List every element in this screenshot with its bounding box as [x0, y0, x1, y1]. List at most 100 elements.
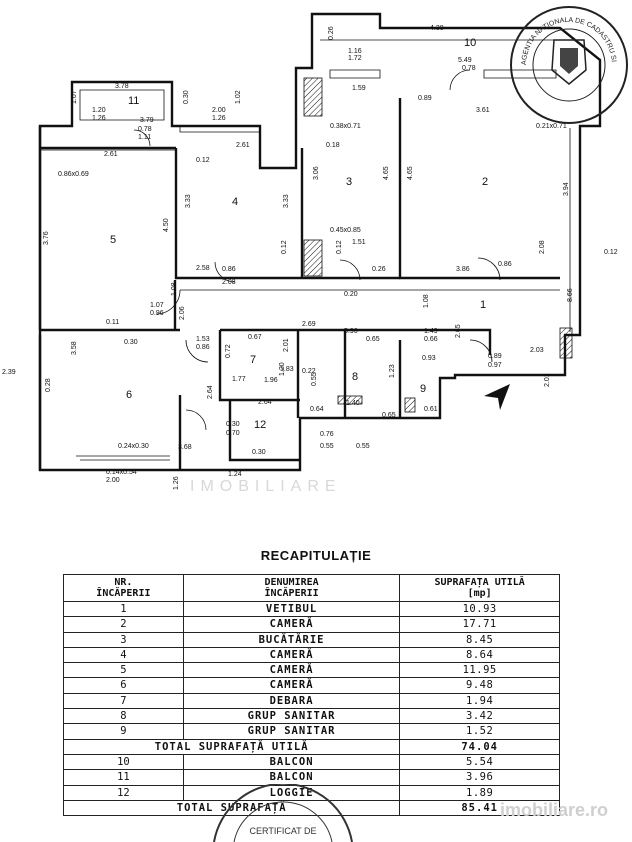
- dimension-label: 2.65: [455, 324, 462, 338]
- dimension-label: 0.24x0.30: [118, 443, 149, 450]
- dimension-label: 0.72: [225, 344, 232, 358]
- room-number: 10: [464, 37, 476, 49]
- dimension-label: 1.26: [173, 476, 180, 490]
- room-number: 9: [420, 383, 426, 395]
- dimension-label: 0.86: [222, 266, 236, 273]
- dimension-label: 2.64: [258, 399, 272, 406]
- dimension-label: 3.33: [283, 194, 290, 208]
- dimension-label: 1.96: [264, 377, 278, 384]
- dimension-label: 0.65: [382, 412, 396, 419]
- dimension-label: 0.86: [498, 261, 512, 268]
- dimension-label: 2.03: [530, 347, 544, 354]
- dimension-label: 8.66: [567, 288, 574, 302]
- dimension-label: 2.39: [2, 369, 16, 376]
- dimension-label: 0.97: [488, 362, 502, 369]
- dimension-label: 0.89: [418, 95, 432, 102]
- dimension-label: 1.24: [228, 471, 242, 478]
- dimension-label: 5.96: [344, 328, 358, 335]
- walls: [38, 12, 602, 472]
- room-number: 8: [352, 371, 358, 383]
- dimension-label: 0.70: [226, 430, 240, 437]
- header-area: SUPRAFAȚA UTILĂ[mp]: [399, 574, 560, 602]
- dimension-label: 0.12: [336, 240, 343, 254]
- dimension-label: 2.08: [222, 279, 236, 286]
- dimension-label: 0.93: [422, 355, 436, 362]
- dimension-label: 2.01: [283, 338, 290, 352]
- dimension-label: 3.06: [313, 166, 320, 180]
- dimension-label: 1.02: [235, 90, 242, 104]
- dimension-label: 0.38x0.71: [330, 123, 361, 130]
- dimension-label: 3.61: [476, 107, 490, 114]
- dimension-label: 1.07: [150, 302, 164, 309]
- certificate-stamp: CERTIFICAT DE: [213, 784, 353, 842]
- dimension-label: 3.79: [140, 117, 154, 124]
- cadastre-stamp: AGENTIA NATIONALA DE CADASTRU SI PUBLICI…: [506, 0, 628, 124]
- dimension-label: 0.96: [150, 310, 164, 317]
- brand-watermark: imobiliare.ro: [500, 800, 609, 820]
- dimension-label: 1.59: [352, 85, 366, 92]
- dimension-label: 3.78: [115, 83, 129, 90]
- dimension-label: 0.64: [310, 406, 324, 413]
- dimension-label: 3.33: [185, 194, 192, 208]
- dimension-label: 1.20: [92, 107, 106, 114]
- dimension-label: 2.00: [212, 107, 226, 114]
- dimension-label: 0.55: [311, 372, 318, 386]
- room-number: 7: [250, 354, 256, 366]
- room-number: 11: [128, 95, 139, 107]
- dimension-label: 0.21x0.71: [536, 123, 567, 130]
- hatched-shafts: [303, 77, 573, 413]
- room-number: 12: [254, 419, 266, 431]
- dimension-label: 1.16: [348, 48, 362, 55]
- dimension-label: 4.65: [383, 166, 390, 180]
- dimension-label: 4.38: [430, 25, 444, 32]
- dimension-label: 0.45x0.85: [330, 227, 361, 234]
- dimension-label: 0.30: [252, 449, 266, 456]
- dimension-label: 1.83: [280, 366, 294, 373]
- dimension-label: 5.49: [458, 57, 472, 64]
- dimension-label: 3.58: [71, 341, 78, 355]
- dimension-label: 1.08: [423, 294, 430, 308]
- dimension-label: 1.77: [232, 376, 246, 383]
- dimension-label: 0.14x0.54: [106, 469, 137, 476]
- dimension-label: 1.20: [279, 362, 286, 376]
- dimension-label: 2.61: [104, 151, 118, 158]
- floor-plan-drawing: 1 2 3 4 5 6 7 8 9 10 11 12 4.38 5.49 1.16 1…: [2, 12, 618, 490]
- dimension-label: 0.86x0.69: [58, 171, 89, 178]
- room-number: 4: [232, 196, 238, 208]
- dimension-label: 1.26: [212, 115, 226, 122]
- dimension-label: 4.50: [163, 218, 170, 232]
- stamp-text: CERTIFICAT DE: [249, 826, 316, 836]
- dimension-label: 3.68: [178, 444, 192, 451]
- dimension-label: 2.08: [539, 240, 546, 254]
- dimension-label: 0.55: [320, 443, 334, 450]
- dimension-label: 2.58: [196, 265, 210, 272]
- dimension-label: 1.49: [424, 328, 438, 335]
- room-number: 6: [126, 389, 132, 401]
- header-nr: NR.ÎNCĂPERII: [63, 574, 184, 602]
- dimension-label: 1.51: [352, 239, 366, 246]
- dimension-label: 0.26: [328, 26, 335, 40]
- dimension-label: 0.55: [356, 443, 370, 450]
- dimension-label: 0.28: [45, 378, 52, 392]
- room-number: 5: [110, 234, 116, 246]
- dimension-label: 0.18: [326, 142, 340, 149]
- room-numbers: 1 2 3 4 5 6 7 8 9 10 11 12: [110, 37, 488, 431]
- dimension-label: 2.00: [106, 477, 120, 484]
- dimension-labels: 4.385.491.161.720.260.781.590.893.610.21…: [2, 25, 618, 490]
- dimension-label: 0.78: [462, 65, 476, 72]
- shield-icon: [560, 48, 578, 74]
- recap-title: RECAPITULAȚIE: [260, 548, 372, 563]
